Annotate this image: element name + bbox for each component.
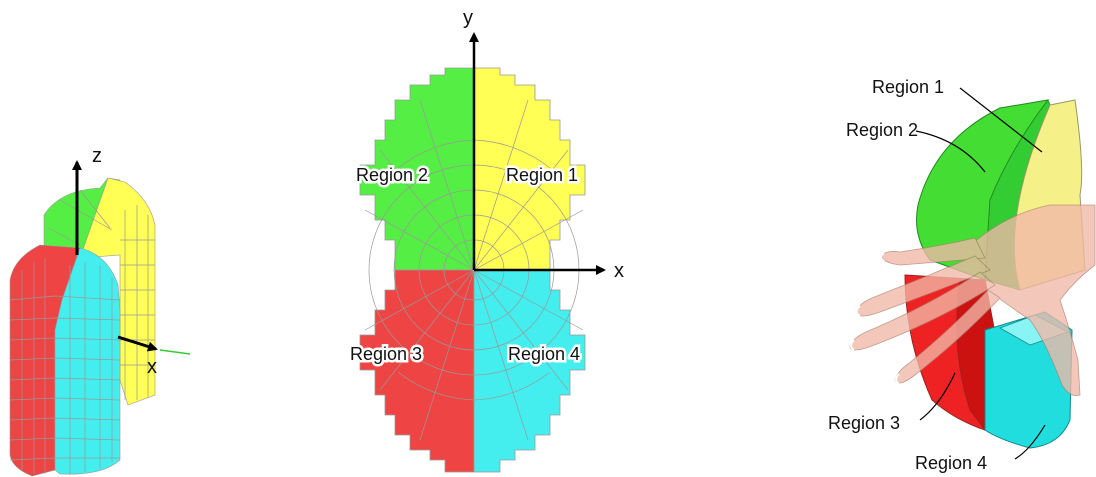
right-panel-hand-regions: Region 1 Region 2 Region 3 Region 4 — [828, 77, 1096, 473]
hand-overlay — [849, 204, 1096, 396]
cylinder-front-segments — [9, 244, 121, 477]
hand-finger-4 — [894, 289, 1001, 384]
right-region4-label: Region 4 — [915, 453, 987, 473]
region2-quadrant — [359, 67, 475, 271]
region3-label: Region 3 — [350, 344, 422, 364]
cylinder-grid-lines — [9, 189, 155, 474]
x-axis-label: x — [147, 356, 157, 378]
region1-leader — [959, 87, 1043, 153]
region4-leader — [1014, 424, 1046, 460]
region4-front-surface — [54, 247, 121, 475]
right-region2-label: Region 2 — [846, 120, 918, 140]
x-axis-label-2d: x — [614, 260, 624, 282]
y-axis-label: y — [463, 7, 473, 29]
region2-leader — [915, 130, 986, 173]
x-axis-extension — [159, 349, 191, 355]
region4-label: Region 4 — [508, 344, 580, 364]
leader-lines — [915, 87, 1046, 460]
region1-label: Region 1 — [506, 165, 578, 185]
region3-quadrant — [359, 269, 475, 473]
hand-palm — [959, 204, 1096, 396]
right-region1-label: Region 1 — [872, 77, 944, 97]
region3-leader — [919, 372, 956, 421]
left-panel-3d-cylinder: z x — [9, 145, 191, 477]
region1-quadrant — [473, 67, 586, 271]
x-axis-arrow — [117, 335, 158, 352]
region4-quadrant — [473, 269, 586, 473]
middle-panel-cross-section: y x Region 2 Region 1 Region 3 Region 4 — [348, 7, 624, 473]
fingernails — [850, 252, 900, 385]
region2-label: Region 2 — [356, 165, 428, 185]
hand-finger-3 — [849, 271, 996, 351]
z-axis-label: z — [92, 145, 102, 167]
right-region3-label: Region 3 — [828, 413, 900, 433]
